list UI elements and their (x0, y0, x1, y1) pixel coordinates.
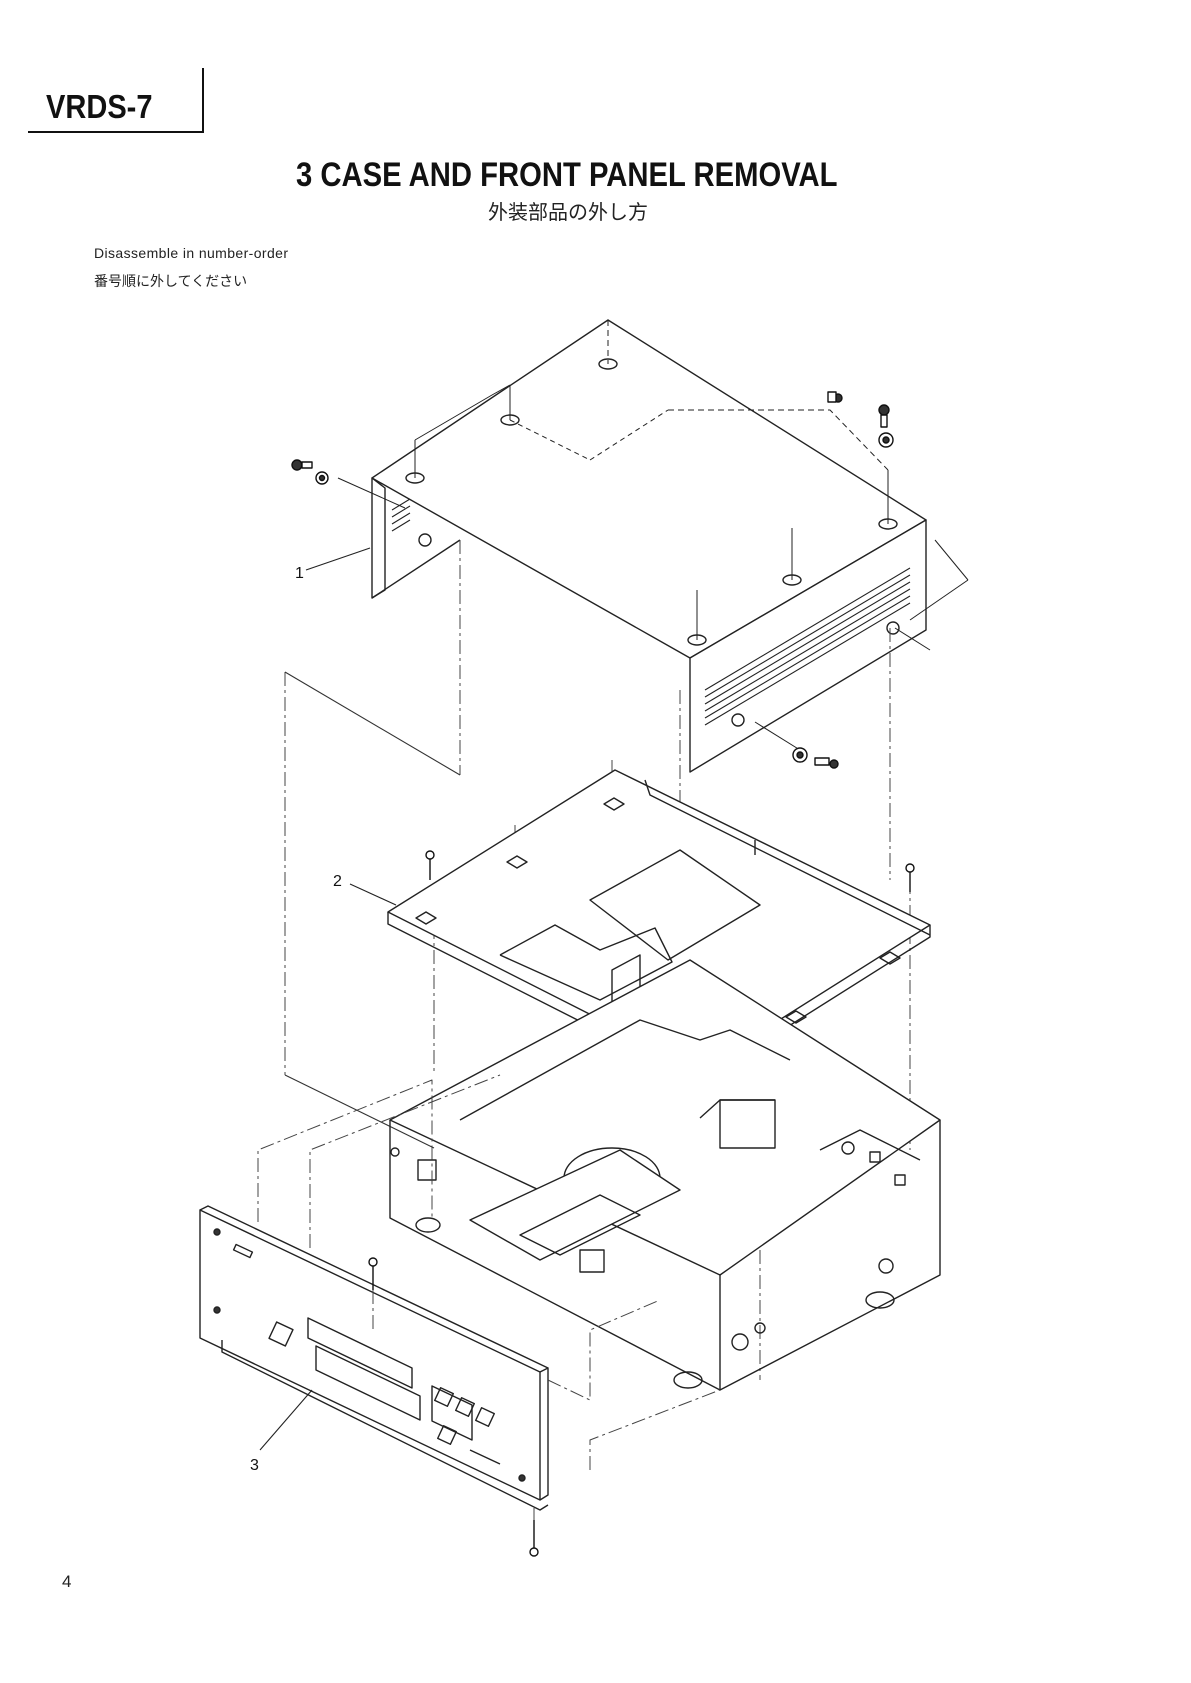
chassis (390, 960, 940, 1390)
callout-1: 1 (295, 565, 304, 582)
callout-3: 3 (250, 1457, 259, 1474)
top-case (292, 320, 968, 772)
callout-2: 2 (333, 873, 342, 890)
page-number: 4 (62, 1572, 71, 1592)
